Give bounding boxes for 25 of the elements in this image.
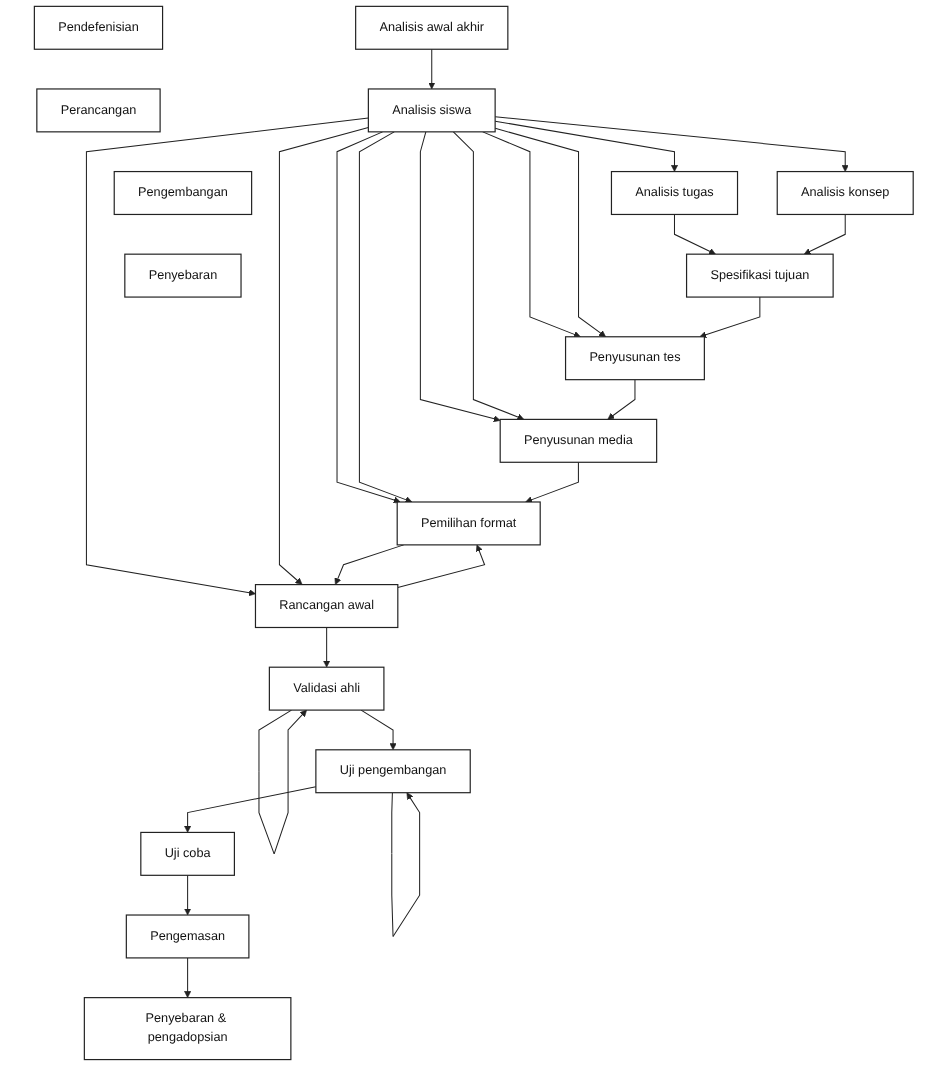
arrow: [359, 709, 396, 751]
arrow: [803, 213, 845, 255]
arrow: [427, 48, 435, 90]
arrow: [333, 544, 404, 585]
arrow: [322, 627, 330, 668]
arrow: [698, 296, 760, 339]
arrow: [524, 461, 579, 504]
arrow: [183, 957, 191, 998]
arrow: [493, 116, 848, 172]
arrow: [335, 131, 400, 504]
arrow: [493, 120, 678, 172]
arrow: [358, 131, 412, 504]
arrow: [85, 117, 369, 597]
arrow: [673, 213, 716, 255]
arrow: [183, 874, 191, 916]
arrow: [481, 131, 580, 338]
arrow: [257, 709, 307, 855]
arrow: [278, 127, 369, 585]
arrow: [390, 792, 420, 937]
arrow: [183, 786, 316, 833]
arrow: [606, 379, 635, 420]
arrow: [493, 127, 606, 338]
arrow: [396, 544, 485, 588]
arrow: [419, 131, 500, 423]
arrow: [452, 131, 524, 421]
